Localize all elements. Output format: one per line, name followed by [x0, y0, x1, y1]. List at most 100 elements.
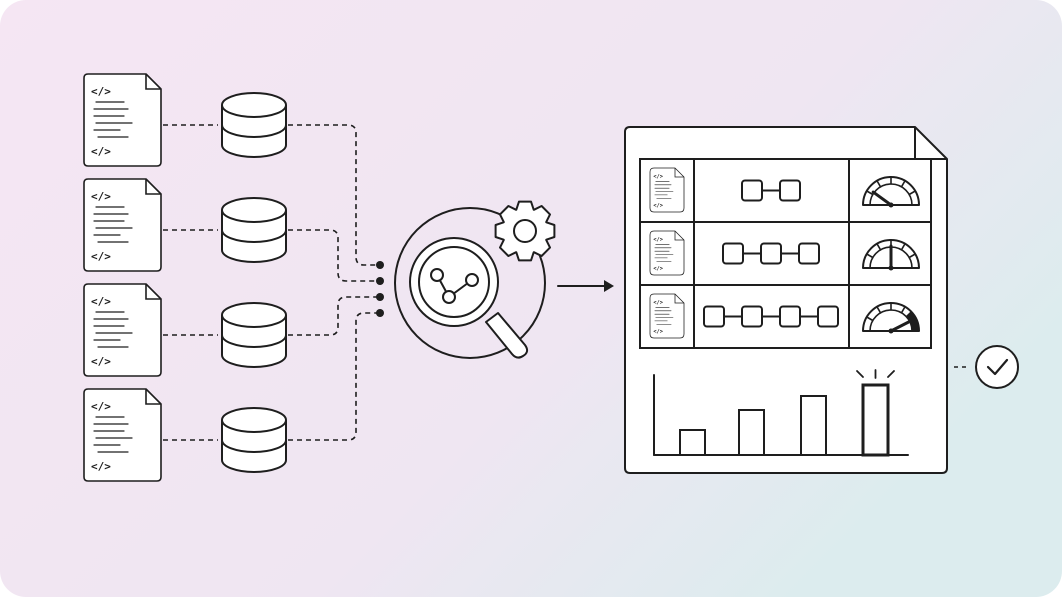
code-tag: </>: [91, 250, 111, 263]
gauge-tick: [900, 179, 906, 188]
stage-box: [817, 305, 839, 328]
gauge-tick: [865, 190, 874, 196]
gauge-tick: [865, 316, 874, 322]
chart-bar: [800, 395, 827, 456]
document-outline: [649, 167, 685, 213]
code-file-icon: </> </>: [649, 167, 685, 213]
table-row: </></>: [649, 230, 920, 276]
stage-box: [779, 179, 801, 202]
dashed-connector: [288, 296, 380, 336]
table-row: </> </>: [649, 293, 920, 339]
code-tag: </>: [653, 203, 663, 209]
code-tag: </>: [91, 295, 111, 308]
gear-icon: [494, 200, 556, 262]
graph-node: [465, 273, 479, 287]
input-row: </> </>: [83, 73, 384, 269]
document-corner-fold: [674, 168, 684, 178]
document-outline: [83, 283, 162, 377]
document-corner-fold: [145, 179, 161, 195]
gauge-tick: [865, 253, 874, 259]
arrow-head: [604, 280, 614, 292]
database-lid: [221, 197, 287, 223]
database-lid: [221, 407, 287, 433]
gauge-red-zone: [905, 311, 919, 331]
report-document: </></></></></></>: [624, 126, 1019, 474]
code-tag: </>: [91, 400, 111, 413]
document-outline: [83, 388, 162, 482]
document-corner-fold: [674, 231, 684, 241]
code-tag: </>: [91, 145, 111, 158]
code-file-icon: </></>: [649, 230, 685, 276]
stage-box: [741, 179, 763, 202]
stage-box: [760, 242, 782, 265]
check-circle: [975, 345, 1019, 389]
code-tag: </>: [91, 355, 111, 368]
dashed-connector: [288, 312, 380, 441]
input-row: </> </>: [83, 283, 384, 377]
code-file-icon: </> </>: [83, 388, 162, 482]
document-outline: [649, 230, 685, 276]
code-tag: </>: [653, 174, 663, 180]
gauge-pivot: [888, 265, 894, 271]
pipeline-stages: [741, 179, 801, 202]
gauge-pivot: [888, 202, 894, 208]
gauge-tick: [876, 305, 882, 314]
code-file-icon: </> </>: [83, 283, 162, 377]
database-ring: [221, 124, 287, 138]
code-tag: </>: [653, 329, 663, 335]
code-tag: </>: [653, 237, 663, 243]
magnifier-rim: [409, 237, 499, 327]
input-row: </></>: [83, 178, 384, 285]
gauge-tick: [908, 190, 917, 196]
analysis-hub: [394, 200, 614, 359]
connector-dot: [376, 293, 384, 301]
gauge-tick: [908, 253, 917, 259]
gauge-tick: [876, 242, 882, 251]
arrow-right-icon: [557, 280, 614, 292]
graph-node: [430, 268, 444, 282]
magnifier-handle: [485, 312, 529, 359]
stage-box: [741, 305, 763, 328]
code-tag: </>: [91, 460, 111, 473]
magnifier-lens: [418, 246, 490, 318]
code-file-icon: </> </>: [649, 293, 685, 339]
database-cylinder-icon: [221, 302, 287, 368]
database-cylinder-icon: [221, 92, 287, 158]
highlight-ray: [856, 370, 864, 378]
document-outline: [83, 73, 162, 167]
input-row: </> </>: [83, 309, 384, 482]
stage-box: [798, 242, 820, 265]
table-frame: [639, 158, 932, 349]
database-body: [221, 105, 287, 158]
document-outline: [649, 293, 685, 339]
speedometer-gauge-icon: [862, 239, 920, 271]
pipeline-stages: [722, 242, 820, 265]
stage-box: [779, 305, 801, 328]
gauge-needle: [871, 190, 893, 207]
connector-dot: [376, 277, 384, 285]
gauge-tick: [900, 305, 906, 314]
gauge-needle: [889, 319, 913, 333]
speedometer-gauge-icon: [862, 302, 920, 334]
table-row: </> </>: [649, 167, 920, 213]
database-lid: [221, 92, 287, 118]
input-sources: </></></></></></></></>: [83, 73, 384, 482]
code-tag: </>: [653, 300, 663, 306]
stage-box: [703, 305, 725, 328]
check-circle-icon: [954, 345, 1019, 389]
connector-dot: [376, 309, 384, 317]
check-mark: [986, 358, 1009, 376]
document-corner-fold: [145, 284, 161, 300]
chart-bar: [738, 409, 765, 456]
chart-bar: [679, 429, 706, 456]
report-table: </></></></></></>: [639, 158, 932, 349]
magnifier-chart-icon: [409, 237, 529, 359]
database-body: [221, 315, 287, 368]
highlighted-bar: [861, 383, 890, 457]
document-corner-fold: [674, 294, 684, 304]
document-outline: [83, 178, 162, 272]
speedometer-gauge-icon: [862, 176, 920, 208]
database-ring: [221, 334, 287, 348]
